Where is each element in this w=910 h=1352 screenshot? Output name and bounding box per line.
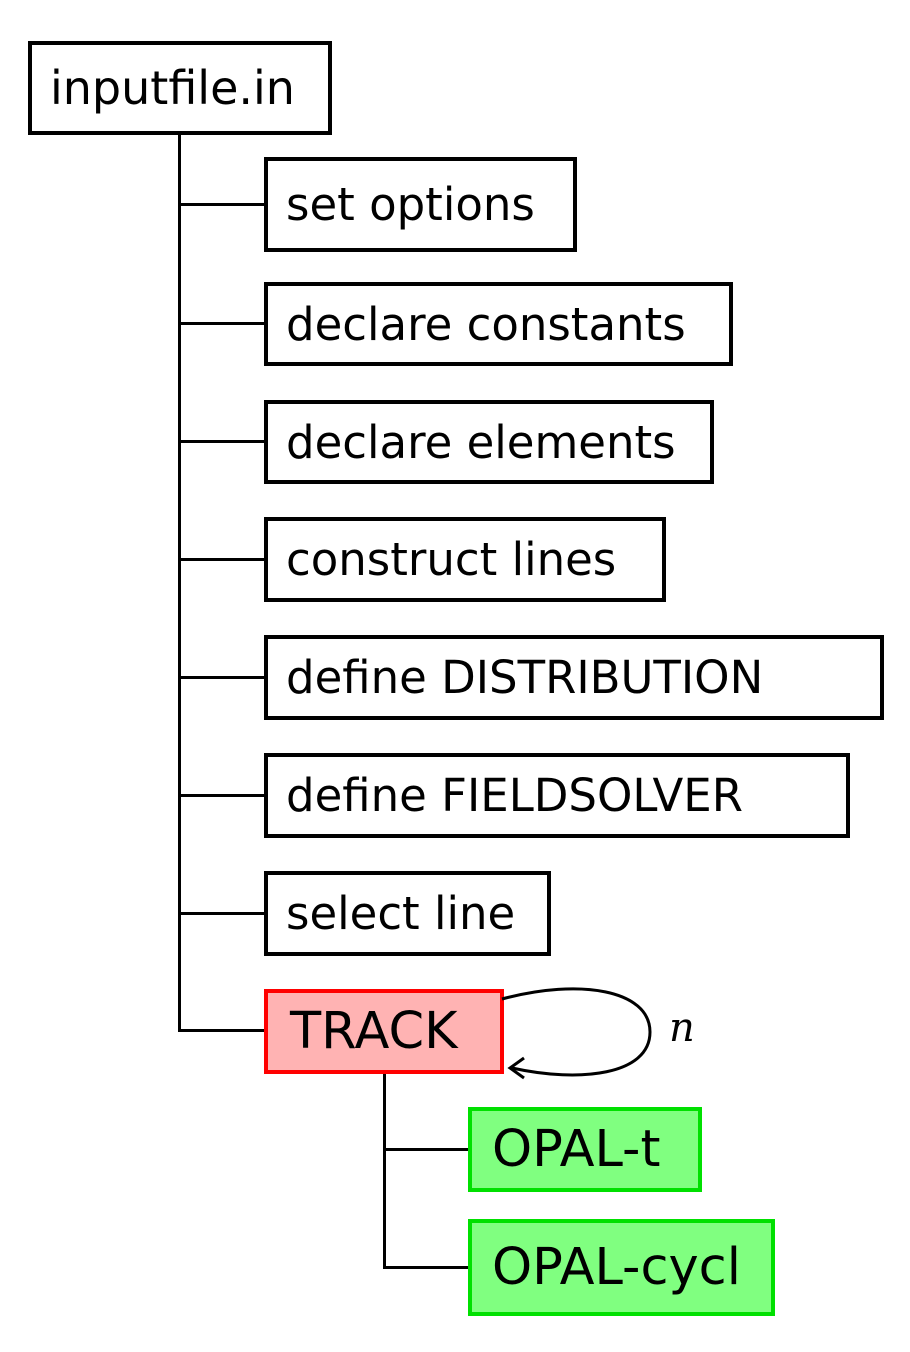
branch-line-define-distribution: [178, 676, 267, 679]
branch-line-select-line: [178, 912, 267, 915]
step-node-label: construct lines: [286, 533, 617, 586]
step-node-label: define DISTRIBUTION: [286, 651, 764, 704]
branch-line-track: [178, 1029, 267, 1032]
step-node-label: TRACK: [290, 1002, 458, 1061]
branch-line-set-options: [178, 203, 267, 206]
step-node-label: define FIELDSOLVER: [286, 769, 744, 822]
branch-line-define-fieldsolver: [178, 794, 267, 797]
step-node-define-fieldsolver: define FIELDSOLVER: [264, 753, 850, 838]
step-node-construct-lines: construct lines: [264, 517, 666, 602]
step-node-track: TRACK: [264, 989, 504, 1074]
loop-arc: [501, 987, 652, 1077]
loop-count-label: n: [669, 1005, 695, 1051]
step-node-label: set options: [286, 178, 535, 231]
root-node-inputfile: inputfile.in: [28, 41, 332, 135]
branch-line-opal-t: [383, 1148, 472, 1151]
root-trunk-line: [178, 134, 181, 1032]
step-node-declare-constants: declare constants: [264, 282, 733, 366]
tracker-node-opal-cycl: OPAL-cycl: [468, 1219, 775, 1316]
step-node-select-line: select line: [264, 871, 551, 956]
root-node-label: inputfile.in: [50, 61, 295, 115]
step-node-label: declare elements: [286, 415, 676, 469]
step-node-set-options: set options: [264, 157, 577, 252]
tracker-node-label: OPAL-t: [492, 1120, 661, 1179]
branch-line-declare-elements: [178, 440, 267, 443]
loop-arrowhead: [507, 1056, 525, 1080]
tracker-node-opal-t: OPAL-t: [468, 1107, 702, 1192]
branch-line-opal-cycl: [383, 1266, 472, 1269]
branch-line-construct-lines: [178, 558, 267, 561]
tracker-node-label: OPAL-cycl: [492, 1238, 741, 1297]
branch-line-declare-constants: [178, 322, 267, 325]
step-node-define-distribution: define DISTRIBUTION: [264, 635, 884, 720]
step-node-label: select line: [286, 887, 516, 940]
step-node-label: declare constants: [286, 297, 686, 351]
track-trunk-line: [383, 1072, 386, 1269]
step-node-declare-elements: declare elements: [264, 400, 714, 484]
